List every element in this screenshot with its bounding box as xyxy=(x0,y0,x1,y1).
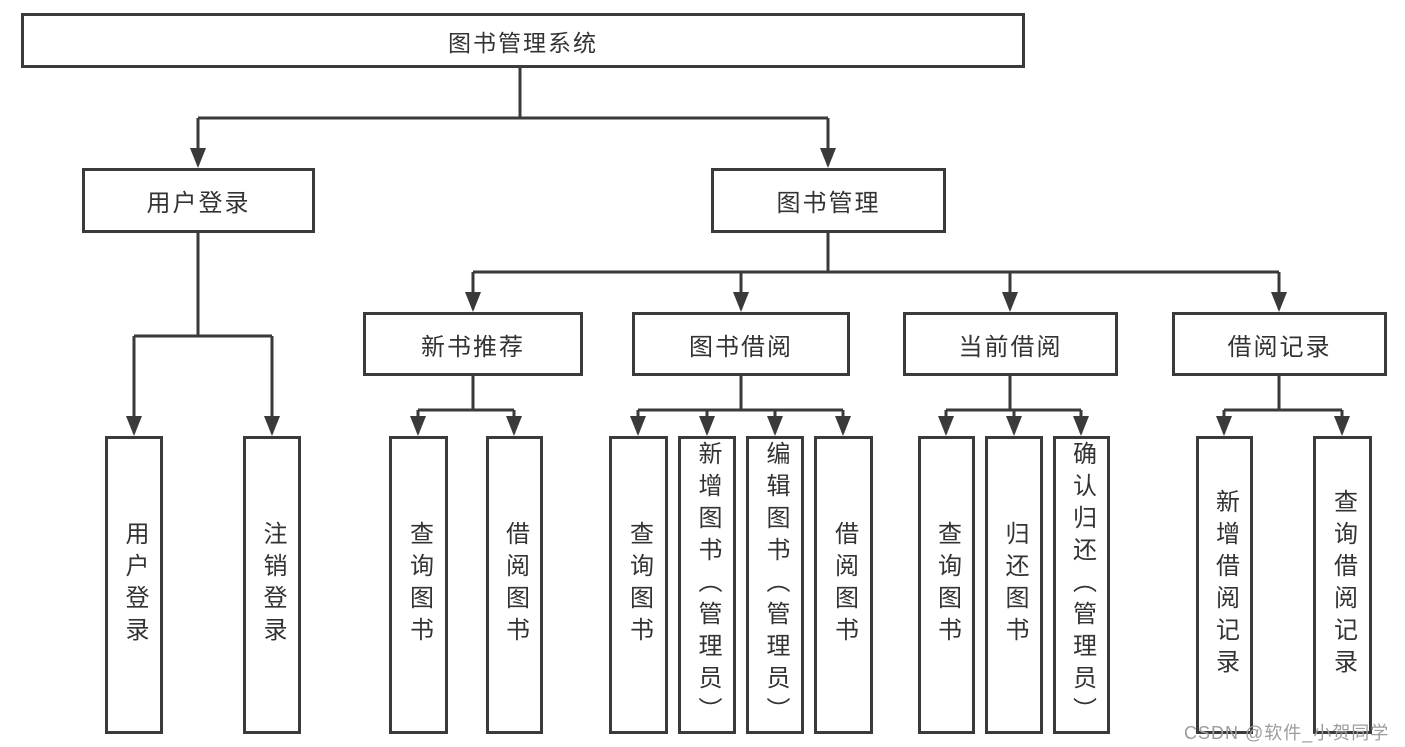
node-label: 借阅图书 xyxy=(830,521,858,649)
node-book-borrowing: 图书借阅 xyxy=(632,312,850,376)
node-label: 图书借阅 xyxy=(689,333,793,361)
node-label: 归还图书 xyxy=(1001,521,1028,649)
node-label: 新增图书（管理员） xyxy=(694,441,721,729)
leaf-query-books-current: 查询图书 xyxy=(918,436,975,734)
leaf-add-borrow-record: 新增借阅记录 xyxy=(1196,436,1253,734)
node-label: 当前借阅 xyxy=(958,333,1063,361)
node-label: 新书推荐 xyxy=(421,333,525,361)
node-label: 编辑图书（管理员） xyxy=(762,441,789,729)
node-user-login: 用户登录 xyxy=(82,168,315,233)
node-library-management-system: 图书管理系统 xyxy=(21,13,1025,68)
node-current-borrowing: 当前借阅 xyxy=(903,312,1118,376)
node-book-management: 图书管理 xyxy=(711,168,946,233)
node-borrowing-records: 借阅记录 xyxy=(1172,312,1387,376)
leaf-query-books-borrowing: 查询图书 xyxy=(609,436,668,734)
node-label: 借阅记录 xyxy=(1227,333,1332,361)
node-label: 查询图书 xyxy=(933,521,961,649)
leaf-edit-books-admin: 编辑图书（管理员） xyxy=(746,436,804,734)
leaf-borrow-books-recommend: 借阅图书 xyxy=(486,436,543,734)
leaf-confirm-return-admin: 确认归还（管理员） xyxy=(1053,436,1110,734)
leaf-query-borrow-record: 查询借阅记录 xyxy=(1313,436,1372,734)
leaf-query-books-recommend: 查询图书 xyxy=(389,436,448,734)
node-label: 用户登录 xyxy=(121,521,148,649)
leaf-borrow-books: 借阅图书 xyxy=(814,436,873,734)
leaf-user-login: 用户登录 xyxy=(105,436,163,734)
csdn-watermark: CSDN @软件_小贺同学 xyxy=(1184,723,1390,743)
node-label: 确认归还（管理员） xyxy=(1068,441,1096,729)
node-label: 查询借阅记录 xyxy=(1329,489,1357,681)
node-label: 注销登录 xyxy=(259,521,286,649)
node-label: 查询图书 xyxy=(405,521,433,649)
node-label: 新增借阅记录 xyxy=(1211,489,1239,681)
leaf-logout: 注销登录 xyxy=(243,436,301,734)
node-label: 图书管理系统 xyxy=(448,29,598,56)
node-label: 借阅图书 xyxy=(501,521,529,649)
node-label: 查询图书 xyxy=(625,521,653,649)
node-label: 图书管理 xyxy=(776,190,881,217)
leaf-return-books: 归还图书 xyxy=(985,436,1043,734)
node-new-book-recommendation: 新书推荐 xyxy=(363,312,583,376)
leaf-add-books-admin: 新增图书（管理员） xyxy=(678,436,736,734)
node-label: 用户登录 xyxy=(146,190,251,217)
